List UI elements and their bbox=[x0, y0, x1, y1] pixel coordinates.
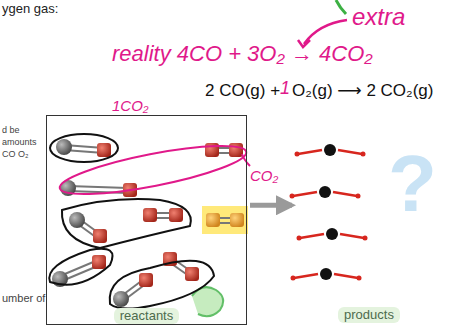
drawing-stroke bbox=[139, 273, 153, 287]
slide-text: amounts bbox=[2, 138, 37, 148]
slide-text: O₂(g) ⟶ 2 CO₂(g) bbox=[292, 82, 433, 101]
drawing-stroke bbox=[320, 268, 332, 280]
slide-text: ygen gas: bbox=[2, 2, 58, 16]
reactants-box: reactants bbox=[46, 115, 247, 325]
products-area: products bbox=[294, 115, 444, 323]
circled-group bbox=[50, 134, 118, 162]
drawing-stroke bbox=[298, 150, 322, 154]
drawing-stroke bbox=[230, 213, 244, 227]
drawing-stroke bbox=[92, 255, 106, 269]
drawing-stroke bbox=[113, 291, 129, 307]
handwritten-note: extra bbox=[352, 4, 405, 30]
circled-group bbox=[49, 249, 112, 285]
drawing-stroke bbox=[297, 236, 302, 241]
co2-sketch bbox=[290, 186, 361, 199]
circled-group bbox=[110, 261, 214, 309]
handwritten-note: reality 4CO + 3O₂ → 4CO₂ bbox=[112, 42, 373, 66]
drawing-stroke bbox=[334, 274, 358, 278]
drawing-stroke bbox=[206, 213, 220, 227]
circled-group bbox=[62, 199, 191, 248]
slide-text: d be bbox=[2, 126, 20, 136]
co-molecule bbox=[56, 139, 111, 157]
co2-sketch bbox=[295, 144, 366, 157]
annotation-arrow bbox=[304, 20, 347, 44]
drawing-stroke bbox=[338, 150, 362, 154]
co2-sketch bbox=[291, 268, 362, 281]
drawing-stroke bbox=[361, 152, 366, 157]
drawing-stroke bbox=[294, 274, 318, 278]
o2-molecule bbox=[143, 208, 183, 222]
handwritten-note: 1 bbox=[280, 79, 290, 99]
drawing-stroke bbox=[326, 228, 338, 240]
drawing-stroke bbox=[290, 194, 295, 199]
highlight bbox=[202, 206, 248, 234]
drawing-stroke bbox=[324, 144, 336, 156]
node-label: products bbox=[338, 307, 400, 323]
drawing-stroke bbox=[319, 186, 331, 198]
handwritten-note: CO₂ bbox=[250, 168, 278, 185]
drawing-stroke bbox=[295, 152, 300, 157]
drawing-stroke bbox=[333, 192, 357, 196]
node-label: reactants bbox=[114, 308, 179, 324]
drawing-stroke bbox=[357, 276, 362, 281]
green-scribble bbox=[336, 0, 346, 14]
co2-sketch bbox=[297, 228, 368, 241]
drawing-stroke bbox=[185, 267, 199, 281]
circled-group bbox=[57, 136, 250, 204]
drawing-stroke bbox=[363, 236, 368, 241]
handwritten-note: 1CO₂ bbox=[112, 98, 149, 115]
drawing-stroke bbox=[69, 212, 85, 228]
drawing-stroke bbox=[229, 143, 243, 157]
drawing-stroke bbox=[356, 194, 361, 199]
o2-molecule bbox=[163, 252, 199, 281]
drawing-stroke bbox=[93, 229, 107, 243]
reaction-arrow bbox=[250, 203, 292, 208]
drawing-stroke bbox=[169, 208, 183, 222]
slide-text: CO O₂ bbox=[2, 150, 29, 160]
drawing-stroke bbox=[293, 192, 317, 196]
slide-text: umber of bbox=[2, 292, 45, 304]
drawing-stroke bbox=[97, 143, 111, 157]
co2-sketches bbox=[290, 144, 368, 281]
question-mark: ? bbox=[388, 140, 437, 228]
drawing-stroke bbox=[340, 234, 364, 238]
slide-text: 2 CO(g) + bbox=[205, 82, 280, 101]
drawing-stroke bbox=[68, 186, 128, 188]
annotation-arrow bbox=[242, 154, 250, 166]
drawing-stroke bbox=[143, 208, 157, 222]
drawing-stroke bbox=[56, 139, 72, 155]
co-molecule bbox=[113, 273, 153, 307]
o2-molecule-highlighted bbox=[206, 213, 244, 227]
drawing-stroke bbox=[300, 234, 324, 238]
drawing-stroke bbox=[291, 276, 296, 281]
